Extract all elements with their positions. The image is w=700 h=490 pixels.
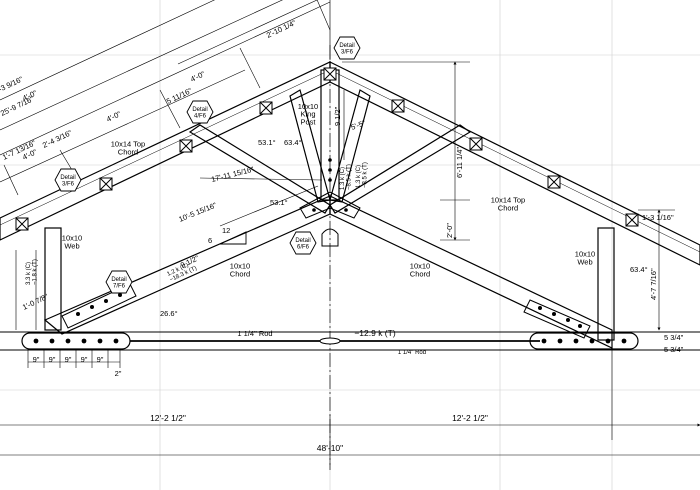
bottom-chord-right: [329, 195, 613, 349]
bottom-dim: 9": [33, 355, 40, 364]
diagonal-webs: [188, 89, 472, 214]
height-4-7: 4'-7 7/16": [649, 268, 658, 300]
right-plate: [529, 332, 639, 350]
angle-label: 26.6°: [160, 309, 178, 318]
vertical-dimensions: [15, 61, 700, 351]
pitch-rise: 12: [222, 226, 230, 235]
plate-dim-top: 5 3/4": [664, 333, 684, 342]
top-chord-right: [329, 61, 700, 266]
height-1-0-7-8: 1'-0 7/8": [21, 292, 50, 312]
force-label: 1.3 k (C)−8.5 k (T): [356, 162, 368, 188]
bottom-dim: 9": [49, 355, 56, 364]
angle-label: 63.4°: [630, 265, 648, 274]
bottom-dim: 9": [81, 355, 88, 364]
height-9-1-2-top: 9 1/2": [333, 106, 342, 126]
height-2-0: 2'-0": [445, 223, 454, 238]
slope-dim-5-11: 5 11/16": [165, 86, 194, 106]
heel-plate-left: [61, 283, 137, 329]
angle-label: 63.4°: [284, 138, 302, 147]
pitch-symbol: [219, 231, 247, 245]
span-total: 48'-10": [317, 443, 343, 453]
rod-label-right: 1 1/4" Rod: [398, 350, 426, 356]
force-label: 1.3 k (C)−8.5 k (T): [340, 164, 352, 190]
tie-rod: [0, 331, 700, 351]
bottom-dimension-lines: [0, 350, 700, 465]
height-6-11: 6'-11 1/4": [455, 147, 464, 178]
heel-plate-right: [523, 299, 591, 339]
apex-plate: [299, 158, 361, 247]
slope-dim-17-11: 17'-11 15/16": [210, 165, 255, 184]
slope-dim-3-9: -3 9/16": [0, 74, 25, 93]
bottom-dim: 9": [65, 355, 72, 364]
plate-dim-bottom: 5 3/4": [664, 345, 684, 354]
height-1-3: 1'-3 1/16": [642, 213, 674, 222]
span-right: 12'-2 1/2": [452, 413, 488, 423]
angle-label: 53.1°: [270, 198, 288, 207]
left-plate: [21, 332, 131, 350]
rod-label-left: 1 1/4" Rod: [237, 329, 272, 338]
bottom-dim: 9": [97, 355, 104, 364]
slope-dim-4-0-b: 4'-0": [105, 109, 123, 124]
slope-dim-2-4: 2'-4 3/16": [41, 128, 74, 150]
purlin-blocks: [15, 67, 639, 231]
slope-dimension-lines: [0, 0, 331, 227]
pitch-run: 6: [208, 236, 212, 245]
slope-dim-10-5: 10'-5 15/16": [177, 200, 218, 223]
rod-force-label: −12.9 k (T): [354, 328, 396, 338]
slope-dim-4-0-a: 4'-0": [189, 69, 207, 84]
angle-label: 53.1°: [258, 138, 276, 147]
top-chord-left: [0, 61, 331, 241]
force-label: 3.3 k (C)−1.8 k (T): [26, 259, 38, 285]
span-left: 12'-2 1/2": [150, 413, 186, 423]
bottom-dim: 2": [115, 369, 122, 378]
slope-dim-2-10: 2'-10 1/4": [265, 18, 298, 40]
